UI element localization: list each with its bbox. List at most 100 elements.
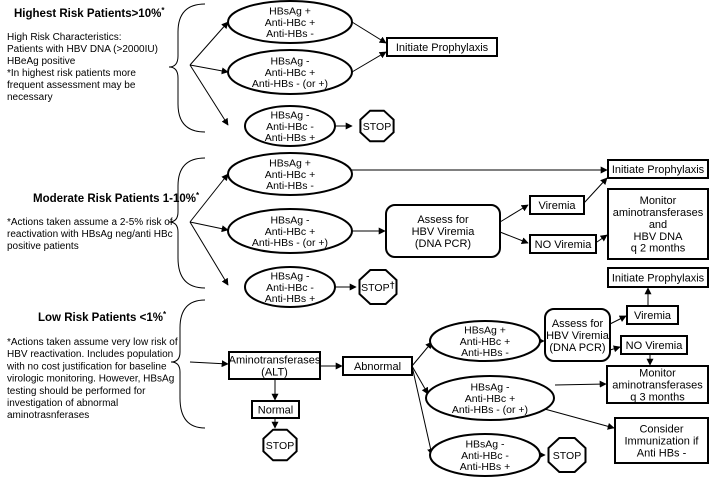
- edge-abnormal-to-l3: [411, 365, 435, 456]
- node-label-line: HBsAg +: [464, 324, 506, 336]
- node-label-line: Anti-HBc +: [265, 169, 315, 181]
- node-label: HBsAg +Anti-HBc +Anti-HBs -: [265, 157, 315, 192]
- box-shape: [342, 356, 413, 376]
- moderate-risk-title: Moderate Risk Patients 1-10%: [33, 193, 196, 205]
- ellipse-shape: [227, 152, 353, 196]
- node-label-line: (ALT): [261, 366, 288, 378]
- node-label-line: (DNA PCR): [549, 342, 605, 354]
- low-note-line: with no cost justification for baseline: [6, 361, 167, 372]
- edge-h1-to-prophylaxis: [351, 21, 387, 44]
- node-l-proph: Initiate Prophylaxis: [607, 267, 709, 288]
- low-note-line: investigation of abnormal: [7, 398, 118, 409]
- node-label-line: Anti-HBc +: [265, 226, 315, 238]
- ellipse-shape: [227, 49, 353, 95]
- low-note-line: HBV reactivation. Includes population: [7, 349, 173, 360]
- node-label-line: HBsAg +: [269, 5, 311, 17]
- edge-high-to-h2: [189, 64, 229, 75]
- node-label-line: STOP: [266, 440, 294, 452]
- node-label: HBsAg +Anti-HBc +Anti-HBs -: [460, 324, 510, 359]
- node-label-line: Monitor: [639, 368, 676, 380]
- node-label: STOP: [266, 440, 294, 452]
- moderate-note-line: *Actions taken assume a 2-5% risk of: [7, 217, 173, 228]
- edge-low-to-alt: [189, 360, 229, 368]
- node-label-line: Anti-HBc +: [460, 336, 510, 348]
- node-label: STOP†: [361, 280, 395, 294]
- edge-abnormal-to-l2: [411, 365, 429, 395]
- node-label-line: Viremia: [634, 310, 672, 322]
- node-m-proph: Initiate Prophylaxis: [607, 159, 709, 179]
- node-label-line: HBsAg -: [470, 381, 510, 393]
- highest-risk-notes: High Risk Characteristics:Patients with …: [7, 32, 158, 103]
- box-shape: [228, 351, 321, 380]
- node-label: Abnormal: [354, 361, 401, 373]
- node-label-line: Consider: [639, 424, 683, 436]
- node-l1: HBsAg +Anti-HBc +Anti-HBs -: [429, 320, 541, 362]
- node-label-line: Aminotransferases: [229, 355, 321, 367]
- node-label-line: Anti-HBc +: [265, 67, 315, 79]
- node-label-line: Anti-HBs -: [461, 347, 509, 359]
- node-label-line: Anti-HBs +: [265, 132, 315, 144]
- node-l-normal: Normal: [251, 400, 300, 419]
- box-shape: [614, 417, 709, 464]
- ellipse-shape: [429, 433, 541, 477]
- node-label-line: Viremia: [538, 200, 576, 212]
- node-m-stop: STOP†: [358, 269, 398, 305]
- node-label: STOP: [553, 450, 581, 462]
- rounded-box-shape: [544, 308, 611, 362]
- node-label: HBsAg -Anti-HBc +Anti-HBs - (or +): [252, 55, 328, 90]
- node-l-alt: Aminotransferases(ALT): [228, 351, 321, 380]
- node-label-line: Monitor: [640, 195, 677, 207]
- box-shape: [606, 365, 709, 404]
- flow-connectors: [189, 21, 654, 459]
- node-l-stop1: STOP: [262, 428, 298, 462]
- node-l-stop2: STOP: [547, 437, 587, 473]
- highest-note-line: Patients with HBV DNA (>2000IU): [7, 44, 158, 55]
- node-label: NO Viremia: [535, 239, 593, 251]
- node-l-abnormal: Abnormal: [342, 356, 413, 376]
- ellipse-shape: [227, 0, 353, 44]
- node-label: HBsAg -Anti-HBc +Anti-HBs - (or +): [252, 214, 328, 249]
- highest-note-line: HBeAg positive: [7, 56, 76, 67]
- low-note-line: testing should be performed for: [7, 386, 146, 397]
- box-shape: [529, 234, 597, 254]
- moderate-note-line: positive patients: [7, 241, 79, 252]
- flow-nodes: HBsAg +Anti-HBc +Anti-HBs -HBsAg -Anti-H…: [227, 0, 709, 477]
- node-label-line: and: [649, 219, 667, 231]
- box-shape: [251, 400, 300, 419]
- box-shape: [529, 195, 585, 215]
- svg-text:Moderate Risk Patients 1-10%*: Moderate Risk Patients 1-10%*: [33, 191, 200, 205]
- node-label-line: HBsAg +: [269, 157, 311, 169]
- highest-note-line: *In highest risk patients more: [7, 68, 136, 79]
- ellipse-shape: [425, 375, 555, 421]
- node-h1: HBsAg +Anti-HBc +Anti-HBs -: [227, 0, 353, 44]
- node-label-line: HBsAg -: [270, 109, 310, 121]
- edge-high-to-h3: [189, 64, 229, 126]
- node-m-viremia: Viremia: [529, 195, 585, 215]
- edge-moderate-to-m2: [189, 221, 229, 233]
- node-label-line: aminotransferases: [612, 380, 703, 392]
- edge-assess-to-viremia: [499, 204, 529, 223]
- highest-risk-section: Highest Risk Patients>10%* High Risk Cha…: [7, 3, 206, 133]
- node-label-line: Anti-HBs - (or +): [452, 404, 528, 416]
- box-shape: [626, 305, 679, 325]
- ellipse-shape: [429, 320, 541, 362]
- node-l2: HBsAg -Anti-HBc +Anti-HBs - (or +): [425, 375, 555, 421]
- moderate-note-line: reactivation with HBsAg neg/anti HBc: [7, 229, 173, 240]
- node-label-line: Assess for: [417, 214, 469, 226]
- node-label-line: HBsAg -: [465, 438, 505, 450]
- rounded-box-shape: [385, 204, 501, 258]
- edge-l2-to-monitor: [554, 380, 607, 388]
- node-l3: HBsAg -Anti-HBc -Anti-HBs +: [429, 433, 541, 477]
- node-label-line: (DNA PCR): [415, 238, 471, 250]
- node-label-line: Abnormal: [354, 361, 401, 373]
- node-l-noviremia: NO Viremia: [620, 335, 688, 355]
- node-label: HBsAg -Anti-HBc +Anti-HBs - (or +): [452, 381, 528, 416]
- low-risk-section: Low Risk Patients <1%* *Actions taken as…: [6, 299, 206, 429]
- edge-h2-to-prophylaxis: [351, 51, 387, 73]
- node-label-line: Initiate Prophylaxis: [612, 164, 705, 176]
